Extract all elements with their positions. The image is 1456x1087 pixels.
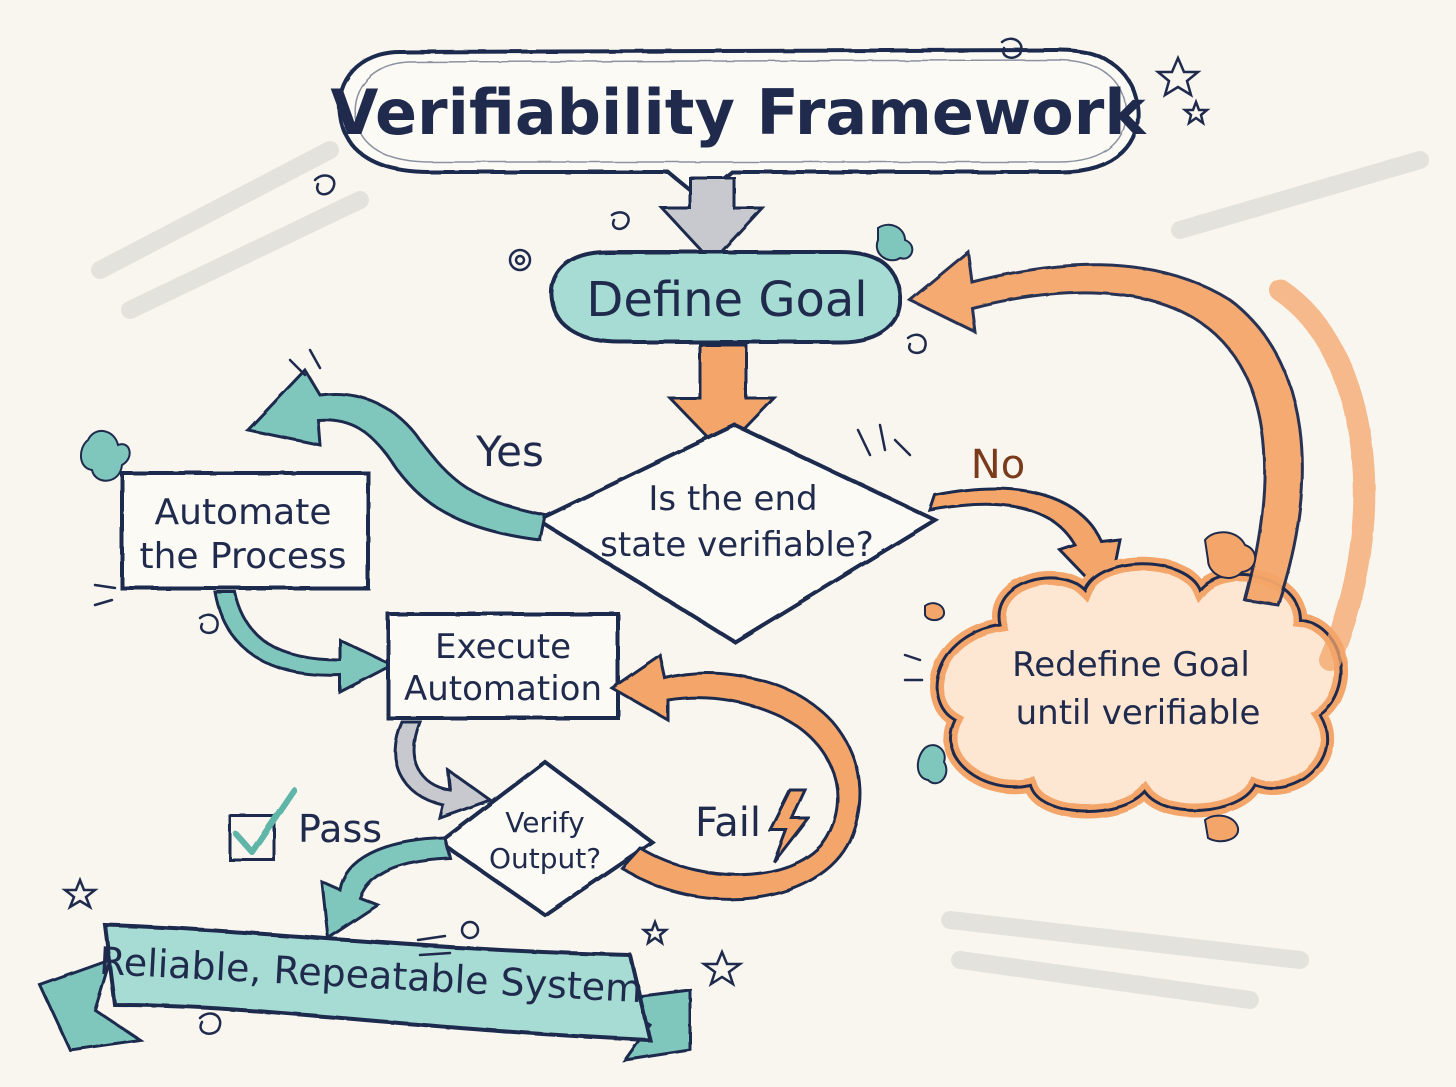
redefine-goal-line-1: Redefine Goal bbox=[1012, 645, 1250, 685]
verify-output-line-1: Verify bbox=[505, 806, 584, 839]
checkbox-check-icon bbox=[228, 787, 297, 862]
automate-node[interactable] bbox=[120, 471, 370, 590]
decision-verifiable-node[interactable] bbox=[533, 422, 940, 645]
edge-label-pass: Pass bbox=[298, 807, 382, 851]
star-icon bbox=[1181, 98, 1211, 126]
execute-node[interactable] bbox=[386, 612, 620, 720]
arrow-goal-to-decision bbox=[666, 343, 778, 455]
star-icon bbox=[61, 876, 99, 910]
arrow-pass bbox=[320, 836, 452, 941]
edge-label-yes: Yes bbox=[475, 427, 544, 476]
page-title: Verifiability Framework bbox=[330, 76, 1147, 149]
decision-verifiable-line-2: state verifiable? bbox=[600, 525, 874, 565]
automate-line-1: Automate bbox=[155, 492, 332, 533]
edge-label-no: No bbox=[971, 442, 1025, 488]
swirl-icon bbox=[1000, 37, 1023, 59]
swirl-icon bbox=[198, 613, 219, 635]
background-smudges bbox=[91, 141, 1429, 1009]
execute-line-1: Execute bbox=[435, 627, 571, 667]
execute-line-2: Automation bbox=[404, 669, 602, 709]
lightning-icon bbox=[767, 788, 812, 863]
redefine-goal-line-2: until verifiable bbox=[1016, 693, 1261, 733]
edge-label-fail: Fail bbox=[695, 800, 761, 846]
define-goal-node[interactable] bbox=[549, 250, 903, 344]
arrow-yes bbox=[245, 367, 547, 542]
star-icon bbox=[700, 948, 744, 987]
swirl-icon bbox=[906, 333, 927, 355]
paint-splashes bbox=[80, 223, 1257, 843]
arrow-execute-to-verify bbox=[393, 720, 494, 821]
motion-ticks bbox=[93, 348, 924, 957]
arrow-title-to-goal bbox=[658, 176, 766, 265]
star-icon bbox=[640, 918, 670, 946]
swirl-icon bbox=[313, 174, 336, 196]
swirl-icon bbox=[198, 1012, 222, 1035]
star-icon bbox=[1154, 54, 1202, 98]
automate-line-2: the Process bbox=[139, 536, 346, 577]
result-banner bbox=[37, 922, 692, 1063]
arrow-no bbox=[927, 487, 1122, 604]
arrow-redefine-to-goal bbox=[907, 249, 1376, 671]
swirl-icon bbox=[610, 211, 630, 231]
verify-output-node[interactable] bbox=[436, 759, 656, 918]
swirl-icon bbox=[508, 248, 532, 272]
decorations bbox=[61, 37, 1211, 1035]
decision-verifiable-line-1: Is the end bbox=[648, 479, 817, 519]
arrow-fail-loop bbox=[609, 652, 862, 901]
verify-output-line-2: Output? bbox=[489, 842, 601, 875]
define-goal-label: Define Goal bbox=[586, 272, 867, 328]
arrow-automate-to-execute bbox=[213, 590, 396, 695]
redefine-goal-node[interactable] bbox=[929, 556, 1348, 819]
